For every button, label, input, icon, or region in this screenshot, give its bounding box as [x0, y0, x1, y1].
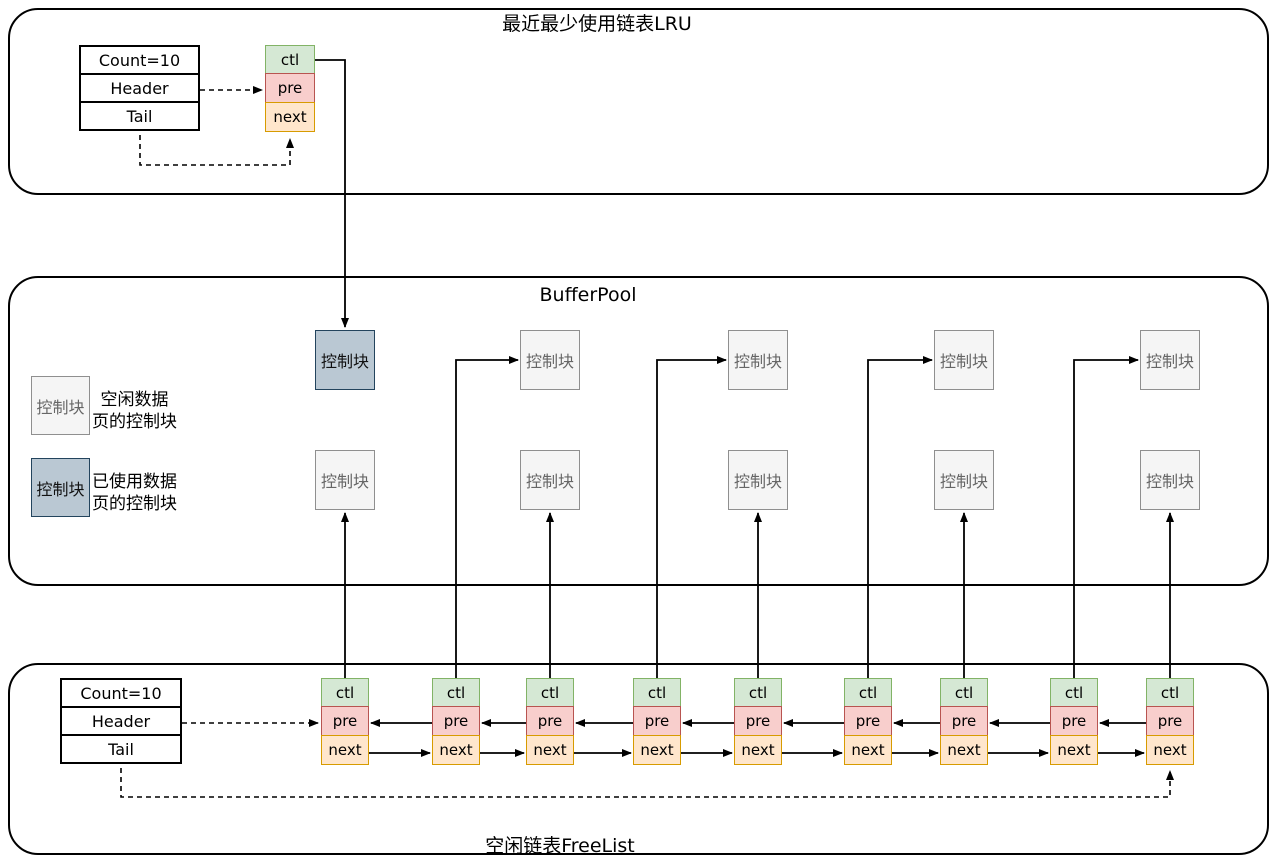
freelist-node-2-next-cell: next [432, 734, 480, 765]
lru-header-row: Header [79, 73, 200, 103]
legend-free-label-line2: 页的控制块 [92, 412, 177, 432]
lru-section-title: 最近最少使用链表LRU [502, 13, 692, 35]
freelist-node-3-next-cell: next [526, 734, 574, 765]
bufferpool-block-top-5-free: 控制块 [1140, 330, 1200, 390]
legend-used-label: 已使用数据 页的控制块 [92, 471, 177, 515]
freelist-node-7-pre-cell: pre [940, 706, 988, 737]
freelist-node-2-pre-cell: pre [432, 706, 480, 737]
freelist-node-4-ctl-cell: ctl [633, 678, 681, 708]
freelist-node-8-ctl-cell: ctl [1050, 678, 1098, 708]
freelist-node-9-pre-cell: pre [1146, 706, 1194, 737]
freelist-node-1-pre-cell: pre [321, 706, 369, 737]
freelist-node-7-ctl-cell: ctl [940, 678, 988, 708]
freelist-section-title: 空闲链表FreeList [485, 835, 635, 857]
freelist-list-head-table: Count=10 Header Tail [60, 678, 182, 764]
bufferpool-block-bottom-4-free: 控制块 [934, 450, 994, 510]
freelist-node-5-pre-cell: pre [734, 706, 782, 737]
freelist-node-3-pre-cell: pre [526, 706, 574, 737]
freelist-header-row: Header [60, 706, 182, 736]
lru-node: ctl pre next [265, 45, 315, 132]
bufferpool-block-bottom-1-free: 控制块 [315, 450, 375, 510]
freelist-node-7-next-cell: next [940, 734, 988, 765]
freelist-node-2-ctl-cell: ctl [432, 678, 480, 708]
bufferpool-block-bottom-2-free: 控制块 [520, 450, 580, 510]
freelist-node-3-ctl-cell: ctl [526, 678, 574, 708]
legend-free-label: 空闲数据 页的控制块 [92, 389, 177, 433]
freelist-node-8-pre-cell: pre [1050, 706, 1098, 737]
freelist-node-5-next-cell: next [734, 734, 782, 765]
legend-free-block: 控制块 [31, 376, 90, 435]
freelist-count-row: Count=10 [60, 678, 182, 708]
legend-used-label-line2: 页的控制块 [92, 494, 177, 514]
lru-node-next-cell: next [265, 101, 315, 132]
bufferpool-block-bottom-3-free: 控制块 [728, 450, 788, 510]
bufferpool-section-container [8, 276, 1269, 586]
legend-free-label-line1: 空闲数据 [100, 390, 169, 410]
freelist-node-6-next-cell: next [844, 734, 892, 765]
freelist-node-8-next-cell: next [1050, 734, 1098, 765]
freelist-node-4-next-cell: next [633, 734, 681, 765]
freelist-node-4-pre-cell: pre [633, 706, 681, 737]
freelist-node-9-ctl-cell: ctl [1146, 678, 1194, 708]
bufferpool-section-title: BufferPool [539, 284, 637, 306]
bufferpool-block-top-2-free: 控制块 [520, 330, 580, 390]
freelist-node-5-ctl-cell: ctl [734, 678, 782, 708]
freelist-node-1-ctl-cell: ctl [321, 678, 369, 708]
lru-list-head-table: Count=10 Header Tail [79, 45, 200, 131]
legend-used-label-line1: 已使用数据 [92, 472, 177, 492]
lru-count-row: Count=10 [79, 45, 200, 75]
lru-node-pre-cell: pre [265, 73, 315, 104]
freelist-node-9-next-cell: next [1146, 734, 1194, 765]
bufferpool-block-top-1-used: 控制块 [315, 330, 375, 390]
lru-tail-row: Tail [79, 101, 200, 131]
freelist-node-1-next-cell: next [321, 734, 369, 765]
freelist-node-6-ctl-cell: ctl [844, 678, 892, 708]
legend-used-block: 控制块 [31, 458, 90, 517]
freelist-node-6-pre-cell: pre [844, 706, 892, 737]
bufferpool-block-top-3-free: 控制块 [728, 330, 788, 390]
bufferpool-block-top-4-free: 控制块 [934, 330, 994, 390]
freelist-tail-row: Tail [60, 734, 182, 764]
lru-node-ctl-cell: ctl [265, 45, 315, 75]
bufferpool-block-bottom-5-free: 控制块 [1140, 450, 1200, 510]
